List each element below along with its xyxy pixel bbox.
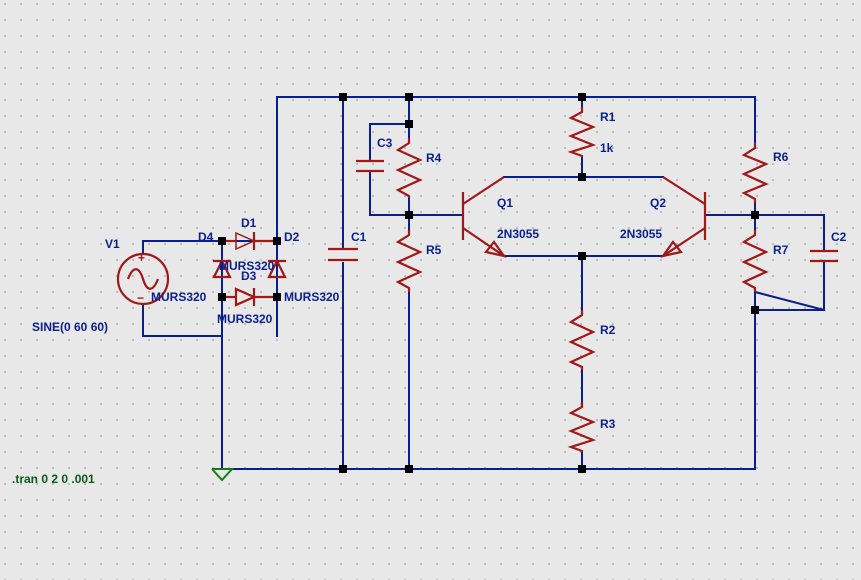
source-minus-label: −: [137, 291, 144, 305]
label-q2-model: 2N3055: [620, 227, 662, 241]
wire-bottom-rail: [221, 296, 756, 470]
transistor-q1[interactable]: [461, 176, 507, 258]
voltage-source-v1[interactable]: + −: [116, 251, 170, 306]
resistor-r6[interactable]: [741, 143, 769, 203]
resistor-r7[interactable]: [741, 230, 769, 292]
node: [273, 237, 281, 245]
label-c3-ref: C3: [377, 136, 393, 150]
wire-v1-bottom: [142, 304, 223, 337]
node: [578, 465, 586, 473]
resistor-r4[interactable]: [395, 138, 423, 198]
label-d2-model: MURS320: [284, 290, 340, 304]
resistor-r1[interactable]: [567, 107, 597, 158]
spice-directive[interactable]: .tran 0 2 0 .001: [12, 472, 95, 486]
node: [578, 93, 586, 101]
label-d3-ref: D3: [241, 269, 257, 283]
node: [339, 93, 347, 101]
node: [339, 465, 347, 473]
node: [405, 93, 413, 101]
labels: V1 SINE(0 60 60) D1 MURS320 D2 MURS320 D…: [12, 110, 847, 486]
node: [405, 211, 413, 219]
label-d4-model: MURS320: [151, 290, 207, 304]
node: [578, 252, 586, 260]
label-q2-ref: Q2: [650, 196, 666, 210]
junction-nodes: [218, 93, 759, 473]
node: [218, 293, 226, 301]
label-d3-model: MURS320: [217, 312, 273, 326]
label-c1-ref: C1: [351, 230, 367, 244]
wire-r7-bottom: [753, 290, 826, 312]
components[interactable]: + −: [116, 107, 838, 482]
label-v1-value: SINE(0 60 60): [32, 320, 108, 334]
wire-c3-top: [369, 123, 410, 161]
label-c2-ref: C2: [831, 230, 847, 244]
node: [751, 306, 759, 314]
label-d1-ref: D1: [241, 216, 257, 230]
label-q1-ref: Q1: [497, 196, 513, 210]
label-r3-ref: R3: [600, 417, 616, 431]
label-v1-ref: V1: [105, 237, 120, 251]
capacitor-c3[interactable]: [356, 159, 384, 173]
node: [218, 237, 226, 245]
resistor-r2[interactable]: [568, 310, 596, 370]
label-d1-model: MURS320: [219, 259, 275, 273]
label-r5-ref: R5: [426, 243, 442, 257]
resistor-r3[interactable]: [567, 402, 597, 453]
node: [405, 465, 413, 473]
label-r4-ref: R4: [426, 151, 442, 165]
label-d2-ref: D2: [284, 230, 300, 244]
capacitor-c2[interactable]: [810, 249, 838, 263]
label-r7-ref: R7: [773, 243, 789, 257]
label-r1-value: 1k: [600, 141, 614, 155]
source-plus-label: +: [138, 251, 145, 265]
label-d4-ref: D4: [198, 230, 214, 244]
ground-symbol[interactable]: [211, 468, 235, 482]
node: [578, 173, 586, 181]
diode-d4[interactable]: [212, 258, 232, 279]
node: [751, 211, 759, 219]
label-q1-model: 2N3055: [497, 227, 539, 241]
transistor-q2[interactable]: [660, 176, 707, 258]
resistor-r5[interactable]: [395, 230, 423, 292]
node: [273, 293, 281, 301]
node: [405, 120, 413, 128]
label-r1-ref: R1: [600, 110, 616, 124]
capacitor-c1[interactable]: [328, 247, 358, 262]
label-r2-ref: R2: [600, 323, 616, 337]
diode-d2[interactable]: [267, 258, 287, 279]
wire-top-rail: [276, 96, 756, 242]
label-r6-ref: R6: [773, 150, 789, 164]
